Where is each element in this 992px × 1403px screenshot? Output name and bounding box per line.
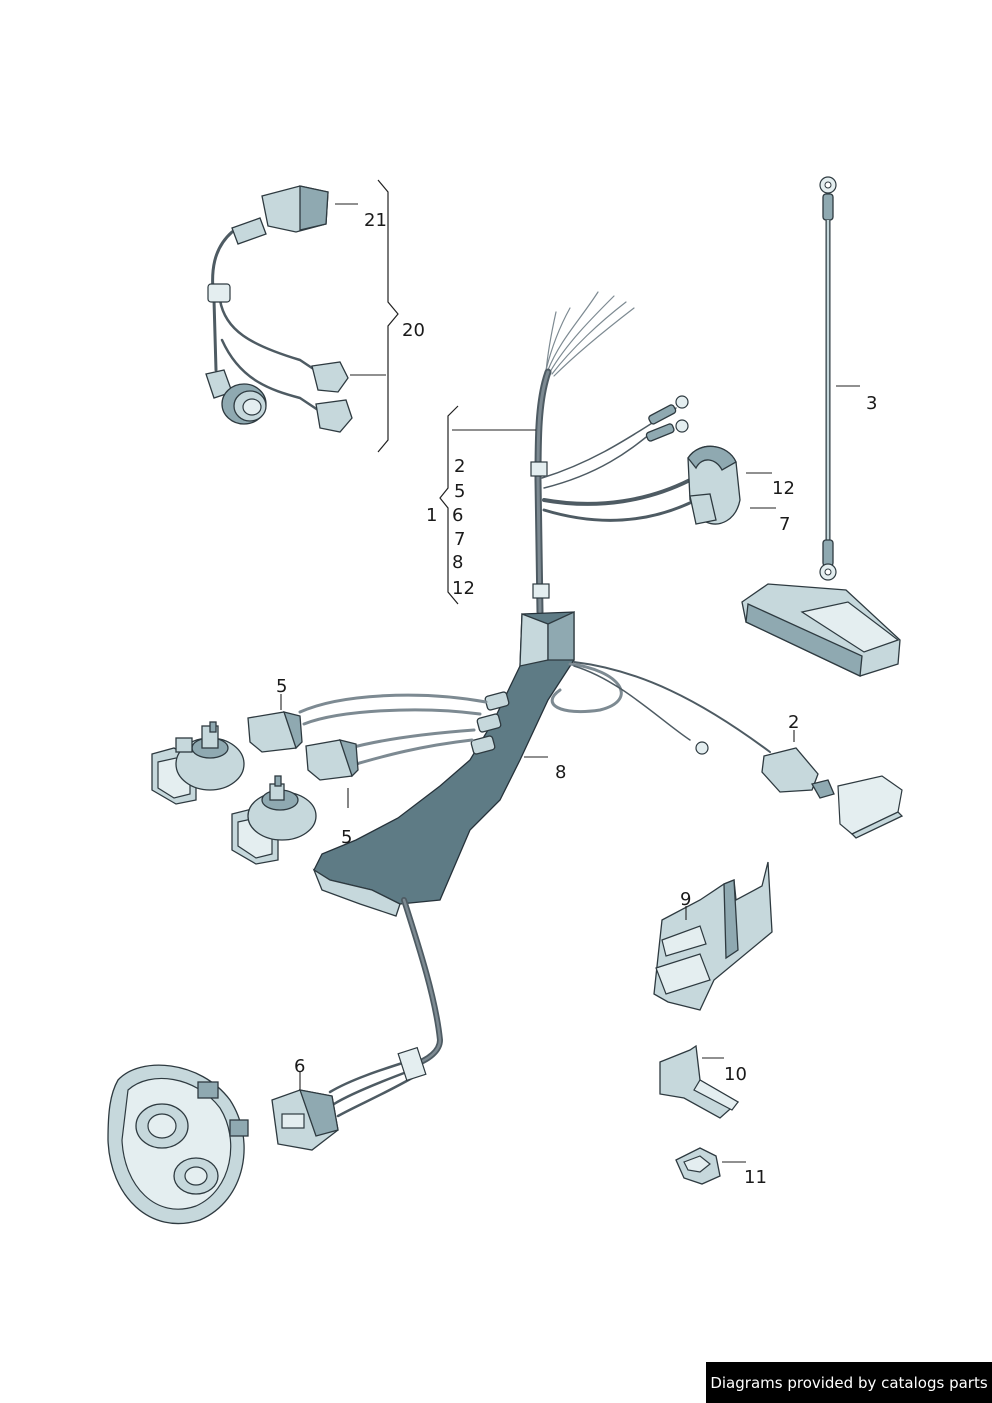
callout-2: 2 [788,712,799,733]
side-marker-lamp [837,775,904,839]
callout-9: 9 [680,889,691,910]
bracket-1 [439,405,459,605]
callout-5-top: 5 [276,676,287,697]
footer-credit: Diagrams provided by catalogs parts [706,1362,992,1403]
group-item-5: 5 [454,481,465,502]
horn-right [231,775,317,865]
callout-10: 10 [724,1064,747,1085]
group-item-7: 7 [454,529,465,550]
callout-7: 7 [779,514,790,535]
group-item-8: 8 [452,552,463,573]
callout-3: 3 [866,393,877,414]
bracket-10 [659,1044,740,1119]
callout-8: 8 [555,762,566,783]
callout-1: 1 [426,505,437,526]
callout-12: 12 [772,478,795,499]
adapter-harness-20 [205,185,353,433]
horn-connectors-5 [247,711,359,781]
callout-6: 6 [294,1056,305,1077]
earth-strap-3 [819,176,837,581]
bracket-20 [377,179,399,453]
callout-11: 11 [744,1167,767,1188]
horn-left [151,721,245,805]
callout-21: 21 [364,210,387,231]
headlight [107,1064,249,1225]
fuse-box [741,583,901,677]
main-wiring-harness-1 [298,291,835,1118]
clip-11 [675,1147,721,1185]
callout-5-bottom: 5 [341,827,352,848]
bracket-9 [653,861,773,1011]
callout-20: 20 [402,320,425,341]
group-item-6: 6 [452,505,463,526]
group-item-12: 12 [452,578,475,599]
group-item-2: 2 [454,456,465,477]
connector-6 [271,1089,339,1151]
